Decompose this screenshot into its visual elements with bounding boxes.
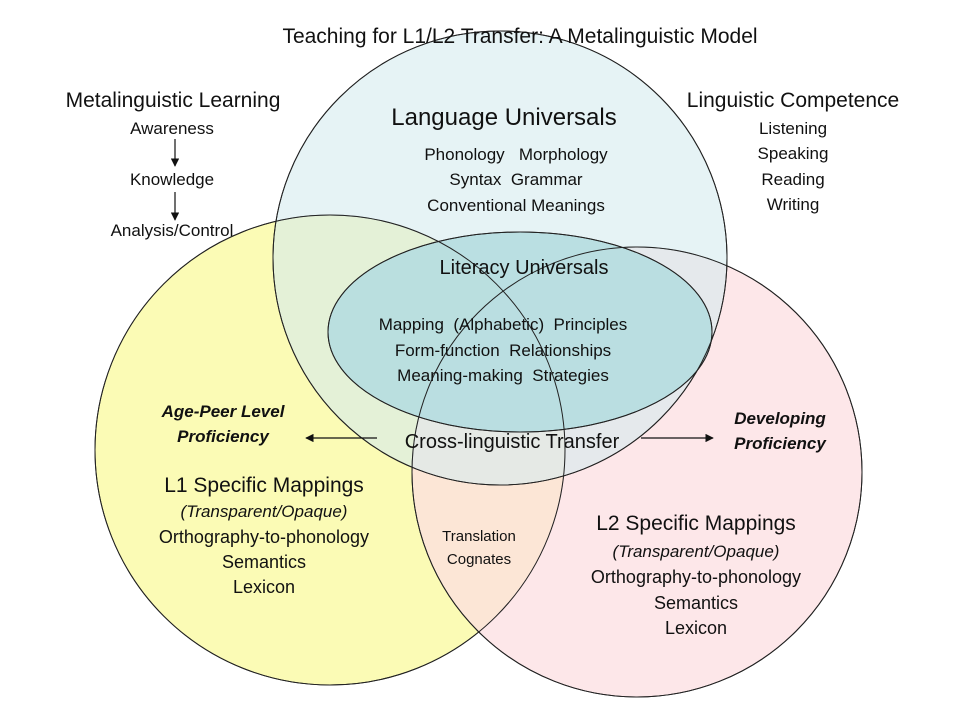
competence-heading: Linguistic Competence — [686, 89, 900, 112]
competence-listening: Listening — [758, 119, 828, 138]
diagram-title: Teaching for L1/L2 Transfer: A Metalingu… — [282, 25, 758, 48]
overlap-cognates: Cognates — [446, 551, 512, 568]
language-universals-line-1: Phonology Morphology — [424, 145, 608, 164]
competence-writing: Writing — [766, 195, 820, 214]
l2-line-2: Semantics — [653, 593, 739, 613]
step-knowledge: Knowledge — [129, 170, 215, 189]
language-universals-heading: Language Universals — [391, 104, 617, 131]
overlap-translation: Translation — [442, 528, 516, 545]
l2-heading: L2 Specific Mappings — [596, 512, 796, 535]
language-universals-line-2: Syntax Grammar — [449, 170, 583, 189]
l1-subtitle: (Transparent/Opaque) — [180, 502, 348, 521]
l2-subtitle: (Transparent/Opaque) — [612, 542, 780, 561]
transfer-label: Cross-linguistic Transfer — [404, 431, 620, 453]
competence-reading: Reading — [761, 170, 825, 189]
competence-speaking: Speaking — [757, 144, 829, 163]
developing-label-line-2: Proficiency — [734, 434, 826, 453]
developing-label-line-1: Developing — [734, 409, 826, 428]
literacy-universals-line-1: Mapping (Alphabetic) Principles — [378, 315, 628, 334]
age-peer-label-line-2: Proficiency — [177, 427, 269, 446]
age-peer-label-line-1: Age-Peer Level — [161, 402, 285, 421]
step-awareness: Awareness — [130, 119, 214, 138]
metalinguistic-heading: Metalinguistic Learning — [65, 89, 281, 112]
language-universals-line-3: Conventional Meanings — [427, 196, 605, 215]
l2-line-1: Orthography-to-phonology — [590, 567, 802, 587]
literacy-universals-heading: Literacy Universals — [439, 257, 609, 279]
l2-line-3: Lexicon — [664, 618, 728, 638]
l1-heading: L1 Specific Mappings — [164, 474, 364, 497]
l1-line-1: Orthography-to-phonology — [158, 527, 370, 547]
l1-line-2: Semantics — [221, 552, 307, 572]
step-analysis-control: Analysis/Control — [110, 221, 234, 240]
literacy-universals-line-3: Meaning-making Strategies — [397, 366, 609, 385]
l1-line-3: Lexicon — [232, 577, 296, 597]
literacy-universals-line-2: Form-function Relationships — [394, 341, 612, 360]
